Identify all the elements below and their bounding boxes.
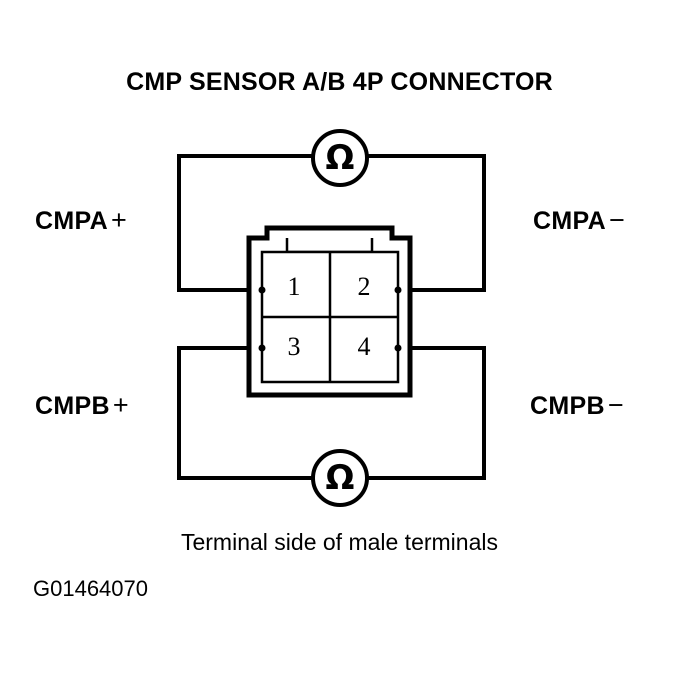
connector-locking-tab — [285, 238, 374, 254]
label-cmpb-plus-sign: + — [112, 390, 129, 420]
cmpa-circuit-wires — [177, 154, 486, 292]
label-cmpa-plus-name: CMPA — [35, 207, 108, 235]
terminal-number-2: 2 — [357, 272, 371, 301]
node-terminal-4 — [394, 344, 402, 352]
terminal-number-1: 1 — [287, 272, 301, 301]
diagram-caption: Terminal side of male terminals — [180, 529, 498, 555]
ohmmeter-top-symbol: Ω — [325, 138, 355, 178]
label-cmpa-plus: CMPA+ — [35, 205, 127, 236]
ohmmeter-bottom-circle — [311, 449, 369, 507]
label-cmpb-plus-name: CMPB — [35, 392, 110, 420]
label-cmpa-minus: CMPA− — [533, 205, 625, 236]
label-cmpa-minus-sign: − — [608, 205, 626, 235]
node-terminal-1 — [258, 286, 266, 294]
page-title: CMP SENSOR A/B 4P CONNECTOR — [126, 68, 553, 96]
node-terminal-3 — [258, 344, 266, 352]
label-cmpa-plus-sign: + — [110, 205, 128, 235]
figure-id: G01464070 — [33, 576, 148, 601]
node-terminal-2 — [394, 286, 402, 294]
terminal-number-3: 3 — [287, 332, 301, 361]
ohmmeter-top-circle — [311, 129, 369, 187]
label-cmpb-plus: CMPB+ — [35, 390, 129, 421]
label-cmpb-minus-name: CMPB — [530, 392, 605, 420]
label-cmpa-minus-name: CMPA — [533, 207, 606, 235]
label-cmpb-minus-sign: − — [607, 390, 624, 420]
ohmmeter-bottom-symbol: Ω — [325, 458, 355, 498]
label-cmpb-minus: CMPB− — [530, 390, 624, 421]
wire-connection-nodes — [258, 286, 402, 352]
terminal-number-4: 4 — [357, 332, 371, 361]
